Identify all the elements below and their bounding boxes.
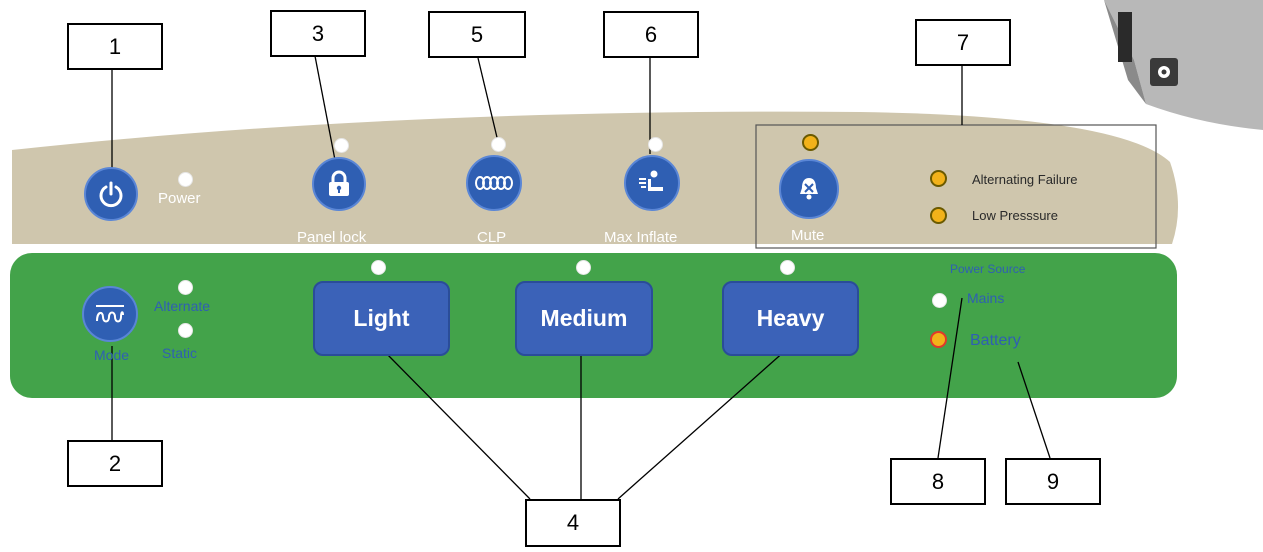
callout-3: 3: [270, 10, 366, 57]
power-button[interactable]: [84, 167, 138, 221]
alarm-section-frame: [755, 124, 1157, 249]
leader-line-9: [1017, 361, 1051, 459]
callout-4: 4: [525, 499, 621, 547]
power-label: Power: [158, 190, 201, 207]
device-photo: [1104, 0, 1263, 130]
low-pressure-led: [930, 207, 947, 224]
power-source-label: Power Source: [950, 262, 1026, 276]
alternate-label: Alternate: [154, 298, 211, 314]
callout-9: 9: [1005, 458, 1101, 505]
light-button[interactable]: Light: [313, 281, 450, 356]
mains-label: Mains: [967, 290, 1005, 306]
callout-6: 6: [603, 11, 699, 58]
medium-indicator-led: [576, 260, 591, 275]
power-icon: [99, 181, 123, 208]
leader-line-5: [477, 57, 501, 151]
leader-line-8: [937, 297, 963, 459]
heavy-indicator-led: [780, 260, 795, 275]
clp-button[interactable]: [466, 155, 522, 211]
alternating-failure-led: [930, 170, 947, 187]
callout-1: 1: [67, 23, 163, 70]
lock-icon: [329, 170, 349, 196]
battery-label: Battery: [970, 332, 1021, 349]
low-pressure-label: Low Presssure: [972, 208, 1058, 223]
callout-7: 7: [915, 19, 1011, 66]
alternating-failure-label: Alternating Failure: [972, 172, 1078, 187]
panel-lock-indicator-led: [334, 138, 349, 153]
top-panel-background: [12, 111, 1179, 244]
callout-leader-lines: [111, 55, 1051, 500]
clp-label: CLP: [477, 229, 507, 246]
alternate-indicator-led: [178, 280, 193, 295]
mute-label: Mute: [791, 227, 825, 244]
mute-button[interactable]: [779, 159, 839, 219]
callout-8: 8: [890, 458, 986, 505]
max-inflate-label: Max Inflate: [604, 229, 678, 246]
clp-icon: [475, 176, 513, 190]
light-indicator-led: [371, 260, 386, 275]
static-indicator-led: [178, 323, 193, 338]
leader-line-4c: [617, 349, 787, 500]
heavy-button[interactable]: Heavy: [722, 281, 859, 356]
battery-indicator-led: [930, 331, 947, 348]
power-indicator-led: [178, 172, 193, 187]
leader-line-3: [314, 55, 336, 161]
mute-indicator-led: [802, 134, 819, 151]
mode-icon: [96, 305, 124, 323]
mode-button[interactable]: [82, 286, 138, 342]
mains-indicator-led: [932, 293, 947, 308]
static-label: Static: [162, 345, 198, 361]
panel-lock-button[interactable]: [312, 157, 366, 211]
clp-indicator-led: [491, 137, 506, 152]
callout-2: 2: [67, 440, 163, 487]
callout-5: 5: [428, 11, 526, 58]
max-inflate-icon: [639, 170, 663, 191]
max-inflate-indicator-led: [648, 137, 663, 152]
mode-label: Mode: [94, 347, 130, 363]
max-inflate-button[interactable]: [624, 155, 680, 211]
leader-line-4a: [382, 349, 531, 500]
bell-mute-icon: [800, 178, 818, 200]
medium-button[interactable]: Medium: [515, 281, 653, 356]
panel-lock-label: Panel lock: [297, 229, 367, 246]
